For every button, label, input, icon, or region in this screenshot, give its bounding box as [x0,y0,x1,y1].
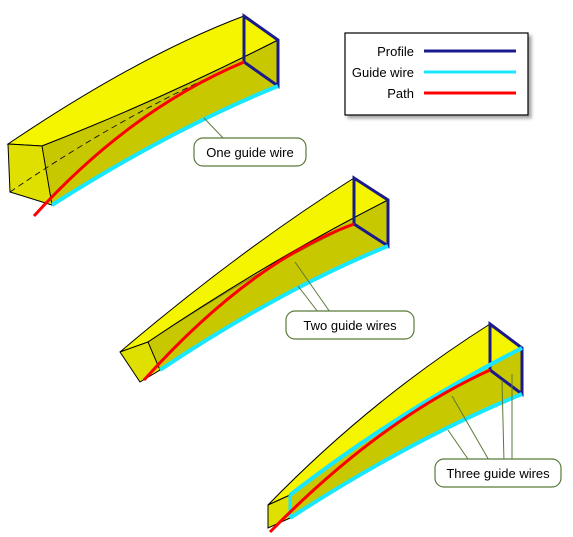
callout-1-box [193,137,307,167]
callout-one-guide-wire: One guide wire [193,117,307,167]
solid-1-guide-wire [50,84,279,207]
solid-2-path [142,222,355,382]
callout-2-box [285,310,415,340]
sweep-solid-one-guide-wire [6,13,280,218]
callout-1-pointer [203,117,240,141]
callout-two-guide-wires: Two guide wires [285,261,415,340]
solid-2-inner-edge [147,223,355,343]
callout-three-guide-wires: Three guide wires [434,374,562,488]
solid-3-path [268,368,491,534]
sweep-solid-two-guide-wires [119,175,390,383]
callout-2-text: Two guide wires [303,318,397,333]
legend-label-guide-wire: Guide wire [352,65,414,80]
callout-3-pointer-c [501,379,505,463]
solid-2-guide-wire-a [158,244,389,372]
callout-3-pointer-b [447,429,471,463]
solid-3-guide-wire-bottom [288,392,523,520]
callout-3-box [434,458,562,488]
callout-3-pointer-a [451,395,491,463]
legend-label-profile: Profile [377,44,414,59]
legend-label-path: Path [387,86,414,101]
solid-1-path [32,60,245,218]
sweep-solid-three-guide-wires [267,321,524,534]
legend: Profile Guide wire Path [344,32,529,116]
callout-3-text: Three guide wires [446,466,550,481]
callout-2-pointer-a [297,285,319,313]
callout-2-pointer-b [294,261,331,313]
solid-3-front-face [289,347,523,519]
legend-box [344,32,529,116]
callout-1-text: One guide wire [206,145,293,160]
solid-3-guide-wire-top [288,346,523,497]
